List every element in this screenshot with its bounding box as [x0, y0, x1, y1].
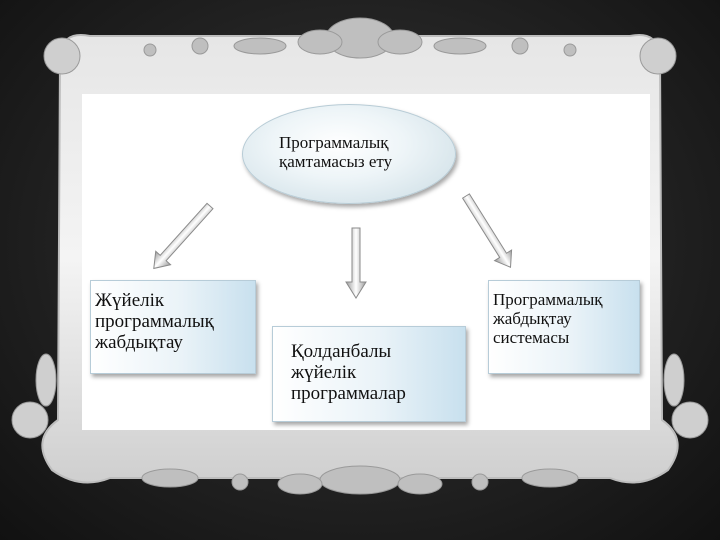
bottom-ornament	[141, 465, 579, 495]
right-node-label: Программалық жабдықтау системасы	[493, 290, 603, 347]
root-line-1: Программалық	[279, 133, 389, 152]
top-ornament	[143, 17, 577, 59]
left-line-3: жабдықтау	[95, 332, 183, 353]
middle-node: Қолданбалы жүйелік программалар	[272, 326, 466, 422]
arrow-left	[153, 202, 214, 270]
root-node: Программалық қамтамасыз ету	[242, 104, 456, 204]
right-line-3: системасы	[493, 328, 570, 347]
right-node: Программалық жабдықтау системасы	[488, 280, 640, 374]
left-node: Жүйелік программалық жабдықтау	[90, 280, 256, 374]
arrow-middle	[345, 227, 367, 299]
corner-ornaments	[11, 37, 709, 439]
right-line-2: жабдықтау	[493, 309, 572, 328]
arrow-right	[461, 193, 513, 268]
middle-line-3: программалар	[291, 383, 406, 404]
diagram-card: Программалық қамтамасыз ету Жүйелік прог…	[82, 94, 650, 430]
arrows-layer	[153, 193, 513, 299]
middle-line-2: жүйелік	[291, 362, 357, 383]
right-line-1: Программалық	[493, 290, 603, 309]
root-line-2: қамтамасыз ету	[279, 152, 393, 171]
root-node-label: Программалық қамтамасыз ету	[279, 133, 449, 171]
left-node-label: Жүйелік программалық жабдықтау	[95, 290, 214, 353]
middle-node-label: Қолданбалы жүйелік программалар	[291, 341, 406, 404]
middle-line-1: Қолданбалы	[291, 341, 392, 362]
left-line-2: программалық	[95, 311, 214, 332]
left-line-1: Жүйелік	[95, 290, 165, 311]
